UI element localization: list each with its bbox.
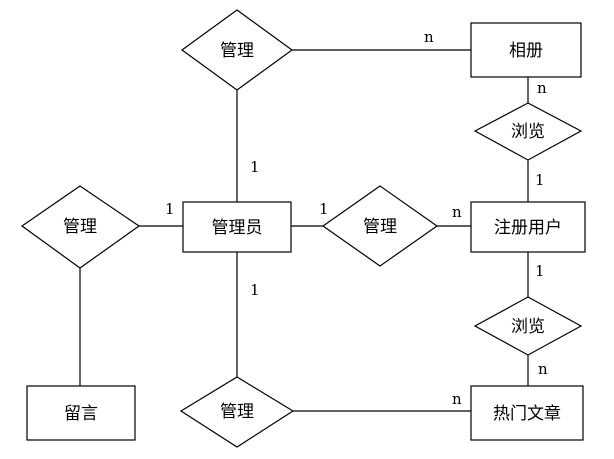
relation-manage-bottom-label: 管理 [220, 402, 254, 422]
card-admin-article-admin: 1 [250, 281, 260, 299]
entity-admin-label: 管理员 [212, 218, 263, 238]
card-user-article-article: n [538, 360, 548, 378]
card-album-user-album: n [537, 79, 547, 97]
relation-browse-bottom: 浏览 [473, 296, 583, 356]
relation-manage-mid: 管理 [321, 185, 439, 267]
relation-browse-top: 浏览 [473, 102, 583, 161]
entity-article: 热门文章 [470, 385, 584, 441]
card-admin-album-admin: 1 [250, 158, 260, 176]
relation-manage-top-label: 管理 [220, 41, 254, 61]
entity-admin: 管理员 [182, 201, 292, 253]
card-album-user-user: 1 [535, 171, 545, 189]
card-admin-user-user: n [452, 203, 462, 221]
relation-browse-top-label: 浏览 [511, 122, 545, 142]
entity-user: 注册用户 [470, 201, 586, 253]
relation-manage-mid-label: 管理 [363, 217, 397, 237]
card-admin-album-album: n [424, 28, 434, 46]
relation-browse-bottom-label: 浏览 [511, 317, 545, 337]
relation-manage-bottom: 管理 [179, 376, 295, 448]
cardinalities: 1 n n 1 1 1 n 1 n 1 n [165, 28, 548, 408]
entity-message: 留言 [26, 385, 136, 441]
entity-message-label: 留言 [64, 404, 98, 424]
entity-album: 相册 [470, 22, 582, 78]
edges [79, 49, 529, 412]
relation-manage-left: 管理 [20, 185, 141, 269]
relation-manage-top: 管理 [180, 9, 294, 91]
entity-album-label: 相册 [509, 41, 543, 61]
card-admin-user-admin: 1 [319, 200, 329, 218]
entity-user-label: 注册用户 [494, 218, 562, 238]
card-user-article-user: 1 [535, 262, 545, 280]
entity-article-label: 热门文章 [493, 404, 561, 424]
card-admin-article-article: n [452, 390, 462, 408]
relation-manage-left-label: 管理 [63, 217, 97, 237]
card-admin-message-admin: 1 [165, 200, 175, 218]
